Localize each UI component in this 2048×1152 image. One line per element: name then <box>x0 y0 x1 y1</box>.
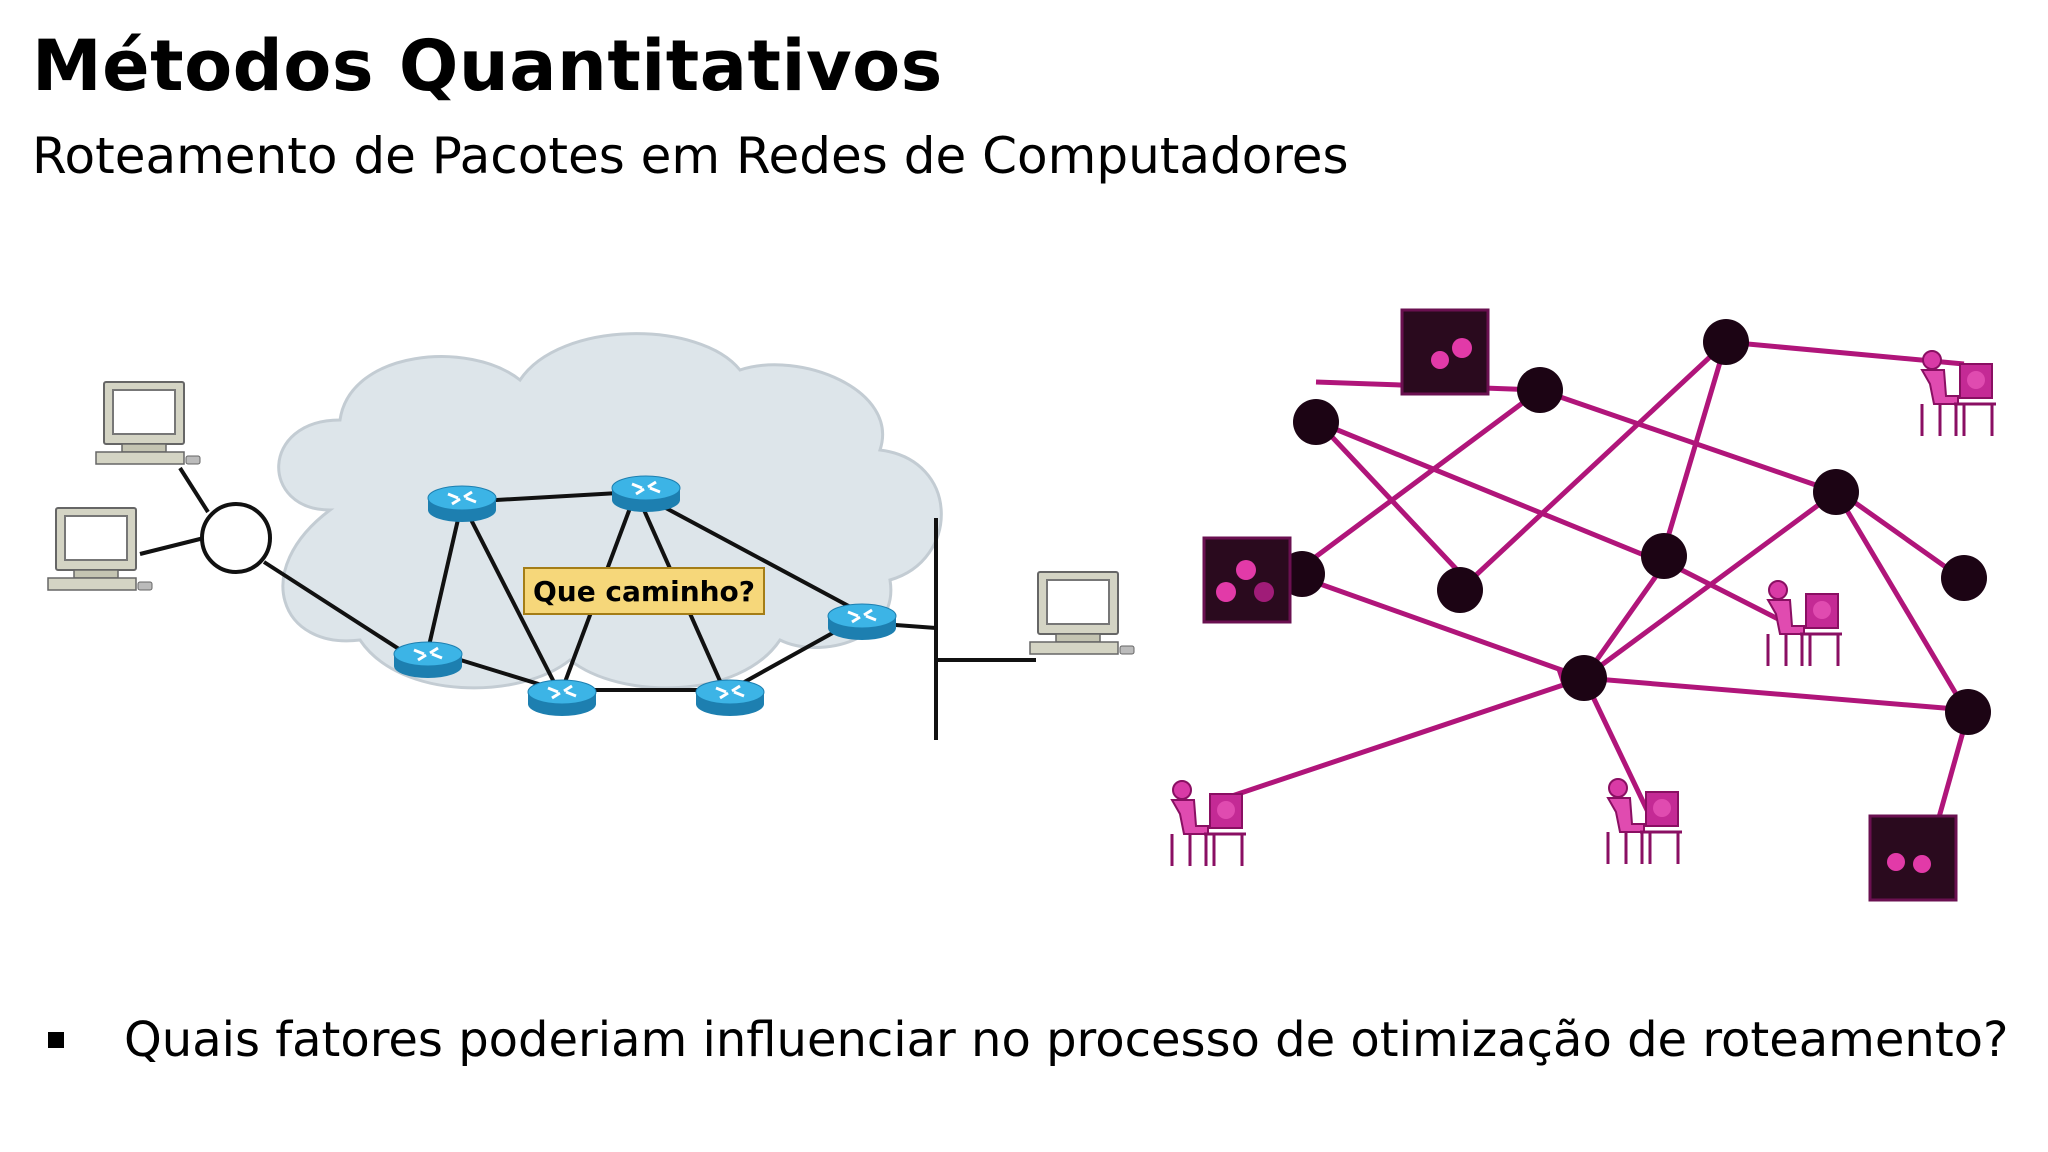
page-title: Métodos Quantitativos <box>32 25 943 107</box>
router-icon <box>610 474 682 514</box>
computer-icon <box>95 381 201 465</box>
network-node-icon <box>1279 319 1991 735</box>
square-bullet-icon <box>48 1032 64 1048</box>
router-icon <box>426 484 498 524</box>
hub-icon <box>200 502 272 574</box>
router-icon <box>392 640 464 680</box>
host-box-icon <box>1400 308 1490 396</box>
question-label-text: Que caminho? <box>533 575 755 608</box>
question-label: Que caminho? <box>523 567 765 615</box>
page-subtitle: Roteamento de Pacotes em Redes de Comput… <box>32 127 1349 185</box>
bullet-text: Quais fatores poderiam influenciar no pr… <box>124 1012 2009 1068</box>
router-icon <box>694 678 766 718</box>
person-at-computer-icon <box>1920 349 1998 438</box>
router-icon <box>826 602 898 642</box>
network-illustration: Que caminho? <box>47 308 1998 902</box>
computer-icon <box>1029 571 1135 655</box>
host-box-icon <box>1202 536 1292 624</box>
router-icon <box>526 678 598 718</box>
person-at-computer-icon <box>1606 777 1684 866</box>
bullet-item: Quais fatores poderiam influenciar no pr… <box>48 1012 2009 1068</box>
host-box-icon <box>1868 814 1958 902</box>
person-at-computer-icon <box>1170 779 1248 868</box>
computer-icon <box>47 507 153 591</box>
cloud-shape <box>277 332 943 690</box>
person-at-computer-icon <box>1766 579 1844 668</box>
